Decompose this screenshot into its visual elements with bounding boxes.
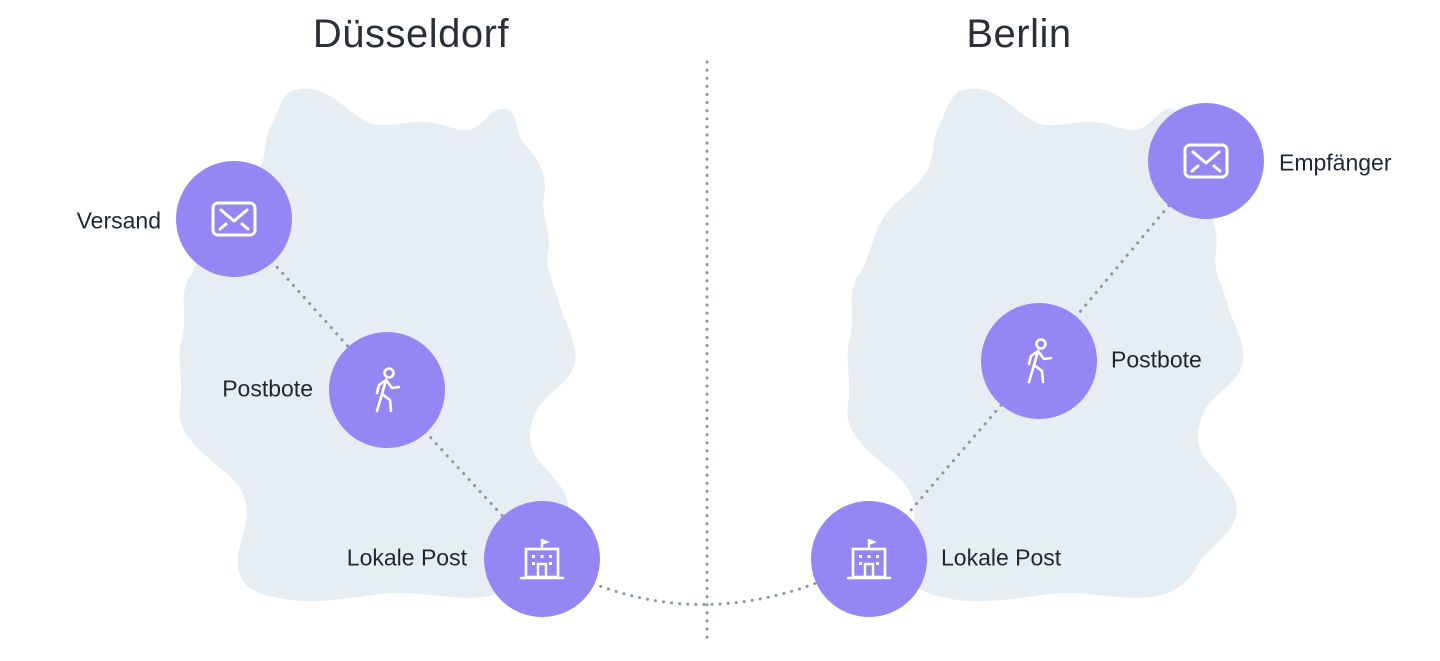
- envelope-icon: [1183, 143, 1229, 179]
- connector-postbote-lokale-post-left: [385, 388, 544, 561]
- city-title-right: Berlin: [966, 12, 1072, 56]
- city-title-left: Düsseldorf: [312, 12, 510, 56]
- connector-city-link: [540, 557, 871, 606]
- envelope-icon: [211, 201, 257, 237]
- walking-person-icon: [1027, 338, 1053, 384]
- label-postbote-left: Postbote: [222, 375, 313, 402]
- walking-person-icon: [375, 367, 401, 413]
- label-versand: Versand: [76, 207, 161, 234]
- label-postbote-right: Postbote: [1111, 346, 1202, 373]
- label-empfaenger: Empfänger: [1279, 149, 1392, 176]
- connector-versand-postbote: [232, 217, 389, 392]
- node-lokale-post-right[interactable]: [811, 501, 927, 617]
- node-empfaenger[interactable]: [1148, 103, 1264, 219]
- label-lokale-post-right: Lokale Post: [941, 544, 1062, 571]
- node-postbote-left[interactable]: [329, 332, 445, 448]
- post-office-building-icon: [846, 539, 892, 580]
- label-lokale-post-left: Lokale Post: [346, 544, 467, 571]
- post-office-building-icon: [519, 539, 565, 580]
- node-lokale-post-left[interactable]: [484, 501, 600, 617]
- connector-postbote-empfaenger: [1037, 159, 1208, 363]
- node-versand[interactable]: [176, 161, 292, 277]
- node-postbote-right[interactable]: [981, 303, 1097, 419]
